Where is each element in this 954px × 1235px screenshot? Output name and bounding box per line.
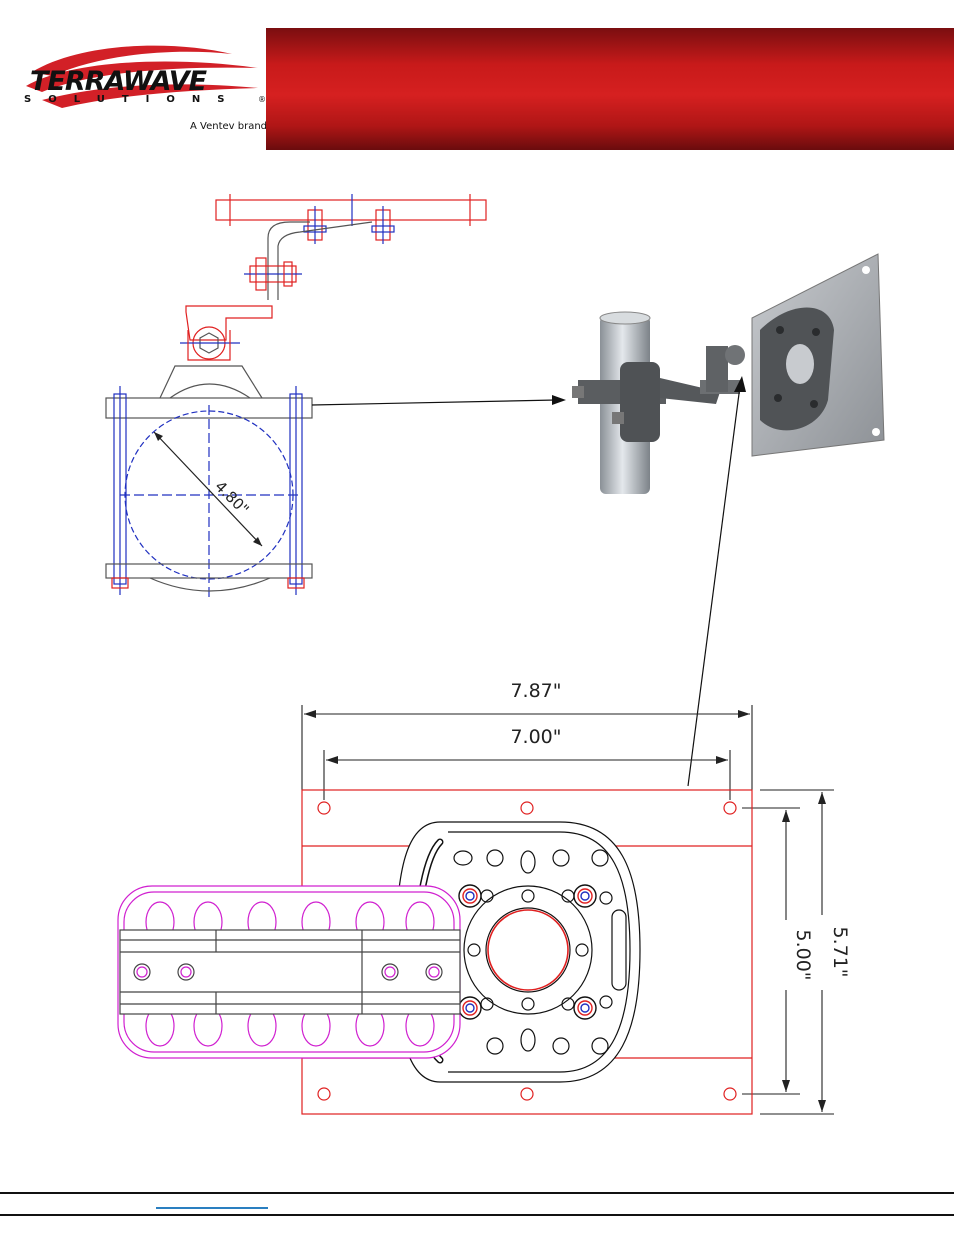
leader-arrow-to-plate [688,376,746,786]
base-plate-hole [521,1088,533,1100]
clamp-bar [120,930,460,1014]
side-view-top-plate [216,200,486,220]
base-plate-hole [318,802,330,814]
photo-arm [706,346,728,392]
footer-link-underline[interactable] [156,1207,268,1209]
base-plate-hole [724,802,736,814]
footer-rule-bottom [0,1214,954,1216]
base-plate-hole [318,1088,330,1100]
overall-height-label: 5.71" [829,926,851,977]
side-view-drawing [106,194,486,600]
leader-arrow-to-photo [312,395,566,405]
overall-width-label: 7.87" [510,680,561,702]
plate-top-view [118,790,752,1114]
product-photo [572,254,884,494]
footer-rule-top [0,1192,954,1194]
pipe-diameter-label: 4.80" [211,477,252,518]
hole-spacing-width-label: 7.00" [510,726,561,748]
base-plate-hole [724,1088,736,1100]
base-plate-hole [521,802,533,814]
hole-spacing-height-label: 5.00" [792,929,814,980]
